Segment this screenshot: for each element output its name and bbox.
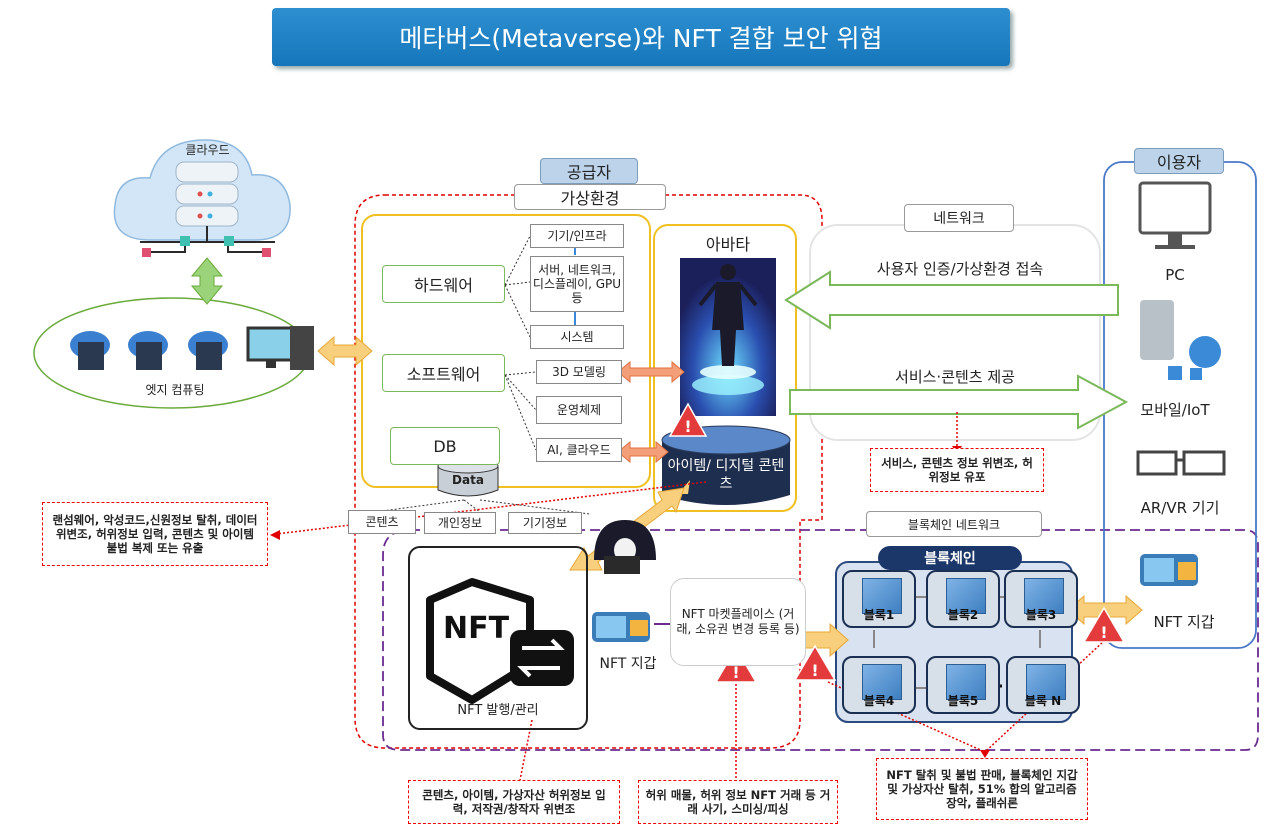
block-1: 블록1 xyxy=(842,570,916,628)
page-title: 메타버스(Metaverse)와 NFT 결합 보안 위협 xyxy=(272,8,1010,66)
hw-item-system: 시스템 xyxy=(530,325,624,349)
avatar-label: 아바타 xyxy=(705,235,751,254)
nft-manage-panel xyxy=(408,546,588,730)
block-2: 블록2 xyxy=(926,570,1000,628)
data-item-personal-info: 개인정보 xyxy=(424,512,496,534)
supplier-tag: 공급자 xyxy=(540,158,638,184)
threat-service: 서비스, 콘텐츠 정보 위변조, 허위정보 유포 xyxy=(870,448,1044,492)
block-n: 블록 N xyxy=(1006,656,1080,714)
data-cylinder-label: Data xyxy=(452,473,484,487)
blockchain-title: 블록체인 xyxy=(878,546,1022,570)
block-5: 블록5 xyxy=(926,656,1000,714)
edge-computing-label: 엣지 컴퓨팅 xyxy=(145,382,205,397)
virtual-env-label: 가상환경 xyxy=(514,184,666,210)
sw-item-ai-cloud: AI, 클라우드 xyxy=(536,438,622,462)
software-box: 소프트웨어 xyxy=(382,354,505,392)
svg-text:!: ! xyxy=(684,417,691,436)
network-title: 네트워크 xyxy=(904,204,1014,232)
nft-manage-label: NFT 발행/관리 xyxy=(457,702,539,718)
hw-item-device: 기기/인프라 xyxy=(530,224,624,248)
block-3: 블록3 xyxy=(1004,570,1078,628)
auth-access-label: 사용자 인증/가상환경 접속 xyxy=(876,259,1044,278)
items-contents-label: 아이템/ 디지털 콘텐츠 xyxy=(667,458,785,492)
svg-text:!: ! xyxy=(1100,623,1107,642)
user-tag: 이용자 xyxy=(1134,148,1224,174)
data-item-contents: 콘텐츠 xyxy=(348,510,416,534)
sw-item-3d-modeling: 3D 모델링 xyxy=(536,360,622,384)
sw-item-os: 운영체제 xyxy=(536,396,622,424)
nft-wallet-label: NFT 지갑 xyxy=(599,656,657,672)
threat-blockchain: NFT 탈취 및 불법 판매, 블록체인 지갑 및 가상자산 탈취, 51% 합… xyxy=(876,758,1088,820)
mobile-iot-label: 모바일/IoT xyxy=(1140,400,1210,419)
threat-content: 콘텐츠, 아이템, 가상자산 허위정보 입력, 저작권/창작자 위변조 xyxy=(408,780,620,824)
nft-logo-text: NFT xyxy=(442,610,510,646)
data-item-device-info: 기기정보 xyxy=(508,512,582,534)
threat-market: 허위 매물, 허위 정보 NFT 거래 등 거래 사기, 스미싱/피싱 xyxy=(638,780,838,824)
svg-text:!: ! xyxy=(732,663,739,682)
threat-ransomware: 랜섬웨어, 악성코드,신원정보 탈취, 데이터 위변조, 허위정보 입력, 콘텐… xyxy=(42,502,268,566)
service-provide-label: 서비스·콘텐츠 제공 xyxy=(895,367,1015,386)
hw-item-server: 서버, 네트워크, 디스플레이, GPU 등 xyxy=(530,256,624,312)
arvr-label: AR/VR 기기 xyxy=(1140,498,1220,517)
blockchain-network-label: 블록체인 네트워크 xyxy=(866,511,1042,537)
block-4: 블록4 xyxy=(842,656,916,714)
pc-label: PC xyxy=(1165,266,1185,284)
user-nft-wallet-label: NFT 지갑 xyxy=(1153,612,1215,631)
nft-marketplace-box: NFT 마켓플레이스 (거래, 소유권 변경 등록 등) xyxy=(670,578,806,666)
svg-text:!: ! xyxy=(811,661,818,680)
db-box: DB xyxy=(390,427,500,465)
hardware-box: 하드웨어 xyxy=(382,265,505,303)
cloud-label: 클라우드 xyxy=(185,142,230,157)
